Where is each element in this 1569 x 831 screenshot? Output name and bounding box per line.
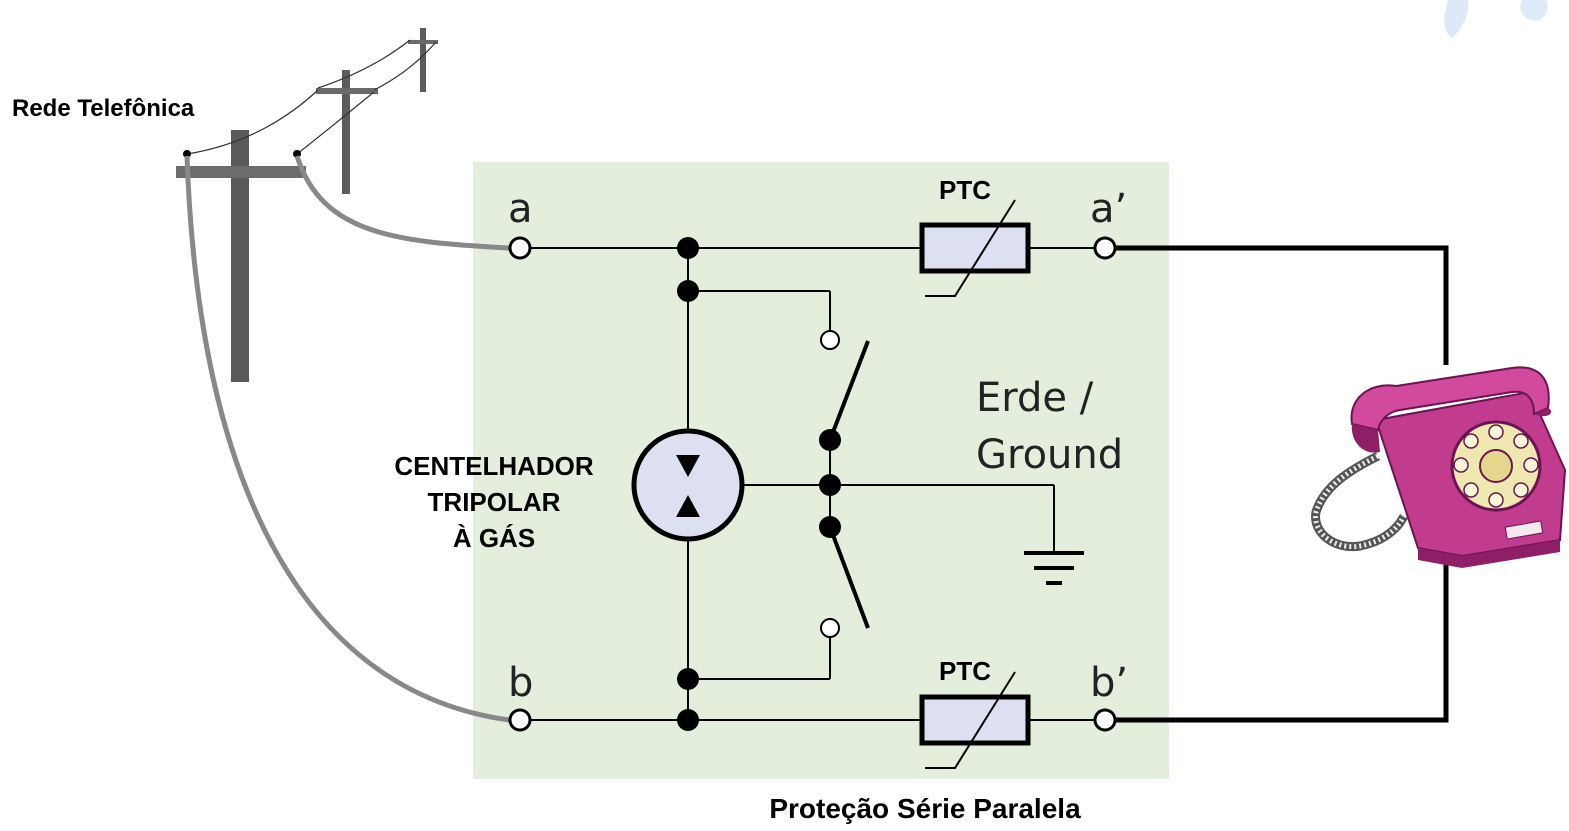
ground-symbol-icon [1024,551,1084,585]
ground-label-line1: Erde / [976,375,1094,421]
node-b-prime-label: b’ [1090,660,1128,706]
fail-safe-switch [828,340,870,629]
telephone-pole-icon [176,28,438,382]
gas-arrester-icon [631,428,745,542]
arrester-label-line1: CENTELHADOR [394,451,594,481]
ptc-top-label: PTC [939,175,991,205]
junction-dots [677,237,841,731]
terminal-b [508,708,532,732]
drop-cables [184,155,510,723]
terminal-a [508,236,532,260]
phone-line [1115,245,1449,723]
arrester-label-line3: À GÁS [453,523,535,553]
watermark-decoration [1444,0,1548,38]
switch-contacts [820,330,840,638]
drop-cable-b [184,155,510,723]
network-label: Rede Telefônica [12,95,195,122]
rotary-telephone-icon [1311,366,1567,568]
node-b-label: b [508,660,533,706]
circuit-panel [473,162,1169,779]
diagram-caption: Proteção Série Paralela [769,793,1081,824]
terminal-a-prime [1093,236,1117,260]
terminal-b-prime [1093,708,1117,732]
ground-label-line2: Ground [976,432,1123,478]
ptc-top-resistor [919,199,1031,297]
node-a-label: a [508,186,533,232]
node-a-prime-label: a’ [1090,186,1127,232]
ptc-bottom-label: PTC [939,656,991,686]
ptc-bottom-resistor [919,671,1031,769]
drop-cable-a [294,155,510,251]
terminals [508,236,1117,732]
arrester-label-line2: TRIPOLAR [428,487,561,517]
